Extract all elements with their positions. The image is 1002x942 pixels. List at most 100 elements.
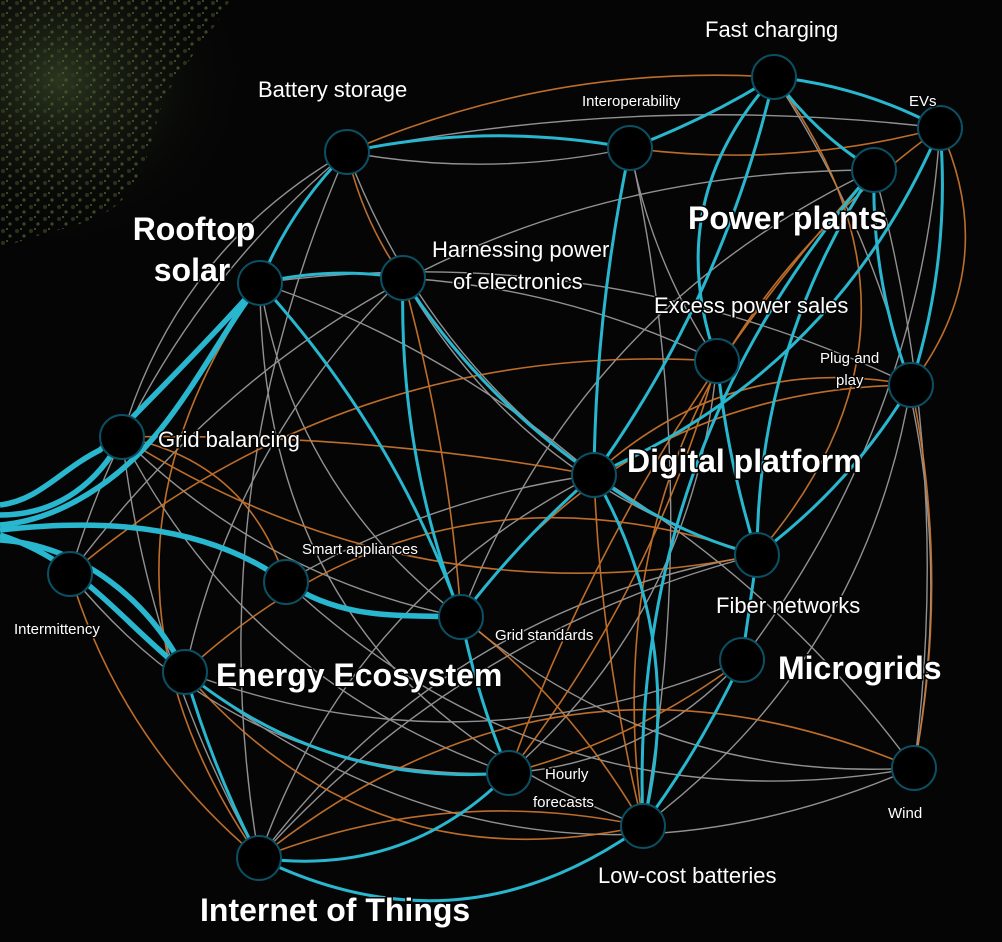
label-smart-appliances: Smart appliances [302,541,418,558]
label-low-cost-batteries: Low-cost batteries [598,863,777,888]
node-interoperability[interactable] [607,125,653,171]
label-hourly-forecasts: forecasts [533,794,594,811]
edge-interoperability-digital-platform [592,147,632,476]
node-evs[interactable] [917,105,963,151]
label-harnessing-power: of electronics [453,269,583,294]
edge-low-cost-batteries-evs [633,127,941,827]
node-digital-platform[interactable] [571,452,617,498]
edge-evs-plug-and-play [909,127,944,386]
stream-energy-ecosystem-b [0,532,187,675]
edge-grid-standards-plug-and-play [460,384,912,618]
edge-fiber-networks-internet-of-things [258,554,758,859]
label-rooftop-solar: solar [154,252,230,288]
edge-hourly-forecasts-microgrids [508,659,743,774]
edge-hourly-forecasts-internet-of-things [258,771,511,863]
node-low-cost-batteries[interactable] [620,803,666,849]
label-fiber-networks: Fiber networks [716,593,860,618]
node-wind[interactable] [891,745,937,791]
node-harnessing-power[interactable] [380,255,426,301]
node-internet-of-things[interactable] [236,835,282,881]
edge-energy-ecosystem-hourly-forecasts [184,670,510,777]
edge-evs-plug-and-play [910,127,967,386]
edge-evs-microgrids [741,127,941,661]
label-interoperability: Interoperability [582,93,681,110]
edge-plug-and-play-low-cost-batteries [642,384,912,827]
edge-rooftop-solar-internet-of-things [158,282,261,859]
edge-grid-balancing-internet-of-things [121,436,260,859]
edge-harnessing-power-excess-power-sales [402,277,718,362]
node-excess-power-sales[interactable] [694,338,740,384]
label-internet-of-things: Internet of Things [200,892,470,928]
edge-battery-storage-digital-platform [346,151,595,476]
edge-battery-storage-grid-balancing [121,151,348,438]
node-rooftop-solar[interactable] [237,260,283,306]
edge-excess-power-sales-fiber-networks [715,360,759,556]
label-plug-and-play: play [836,372,864,389]
node-fiber-networks[interactable] [734,532,780,578]
edge-grid-balancing-hourly-forecasts [121,436,510,774]
label-grid-standards: Grid standards [495,627,593,644]
stream-rooftop-solar-a [0,281,263,508]
edge-rooftop-solar-digital-platform [259,282,595,476]
label-rooftop-solar: Rooftop [133,211,256,247]
node-fast-charging[interactable] [751,54,797,100]
edge-energy-ecosystem-fiber-networks [184,517,758,673]
edge-digital-platform-low-cost-batteries [593,474,644,827]
edge-low-cost-batteries-power-plants [640,169,876,827]
edge-digital-platform-grid-standards [459,473,595,618]
edge-power-plants-fiber-networks [755,169,876,556]
node-smart-appliances[interactable] [263,559,309,605]
node-grid-balancing[interactable] [99,414,145,460]
edge-grid-balancing-digital-platform [121,435,595,476]
edge-grid-balancing-grid-standards [121,436,462,618]
edge-energy-ecosystem-microgrids [184,659,743,723]
labels: Fast charging Battery storage Interopera… [13,16,944,930]
edge-internet-of-things-wind [258,708,915,859]
edge-rooftop-solar-plug-and-play [259,271,912,386]
label-hourly-forecasts: Hourly [545,766,589,783]
edge-rooftop-solar-grid-standards [258,281,463,618]
edge-harnessing-power-grid-standards [401,277,463,618]
edge-intermittency-battery-storage [69,151,348,575]
edge-interoperability-evs [629,127,941,156]
node-grid-standards[interactable] [438,594,484,640]
edge-digital-platform-fiber-networks [593,473,758,557]
node-energy-ecosystem[interactable] [162,649,208,695]
edge-battery-storage-interoperability [346,134,631,154]
node-hourly-forecasts[interactable] [486,750,532,796]
edge-wind-plug-and-play [910,384,933,769]
edge-microgrids-hourly-forecasts [508,659,743,774]
edge-harnessing-power-grid-standards [402,277,462,618]
edge-internet-of-things-digital-platform [258,474,595,859]
edge-energy-ecosystem-low-cost-batteries [184,671,644,841]
label-digital-platform: Digital platform [627,443,862,479]
edge-interoperability-fast-charging [629,75,775,150]
stream-energy-ecosystem [0,537,188,674]
edge-battery-storage-internet-of-things [240,151,348,859]
edge-smart-appliances-digital-platform [285,474,595,583]
edge-intermittency-excess-power-sales [69,358,718,575]
edge-battery-storage-evs [346,114,941,153]
label-harnessing-power: Harnessing power [432,237,609,262]
edge-microgrids-low-cost-batteries [641,659,744,827]
node-plug-and-play[interactable] [888,362,934,408]
edge-low-cost-batteries-digital-platform [592,474,660,827]
edge-excess-power-sales-hourly-forecasts [508,360,718,774]
node-power-plants[interactable] [851,147,897,193]
edge-fast-charging-excess-power-sales [696,75,776,362]
edge-energy-ecosystem-internet-of-things [183,671,261,859]
background-foliage [0,0,250,250]
node-microgrids[interactable] [719,637,765,683]
node-battery-storage[interactable] [324,129,370,175]
edge-smart-appliances-wind [285,581,915,782]
edge-smart-appliances-grid-balancing [121,436,287,583]
node-intermittency[interactable] [47,551,93,597]
label-evs: EVs [909,93,937,110]
edge-internet-of-things-fiber-networks [258,554,758,859]
edge-internet-of-things-low-cost-batteries [258,824,644,903]
label-intermittency: Intermittency [14,621,100,638]
edge-plug-and-play-fiber-networks [756,384,913,557]
edge-hourly-forecasts-excess-power-sales [508,360,718,774]
edge-fast-charging-digital-platform [592,76,776,476]
